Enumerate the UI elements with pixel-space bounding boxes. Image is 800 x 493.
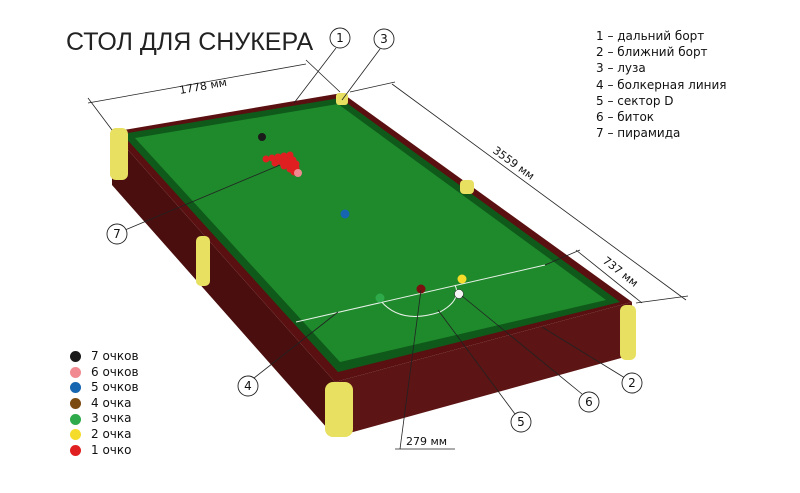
cue-ball <box>454 289 464 299</box>
legend-item: 7 – пирамида <box>596 126 681 141</box>
legend-item: 3 – луза <box>596 61 646 76</box>
marker-7: 7 <box>113 227 121 241</box>
pockets <box>110 93 636 437</box>
points-label: 5 очков <box>91 380 139 395</box>
dimension-lines <box>87 47 689 450</box>
ball-green <box>375 293 385 303</box>
points-label: 3 очка <box>91 411 132 426</box>
ball-brown <box>416 284 426 294</box>
points-legend-item: 1 очко <box>70 443 139 459</box>
dim-width: 1778 мм <box>178 76 228 97</box>
points-legend-item: 4 очка <box>70 396 139 412</box>
markers <box>106 27 643 433</box>
pyramid-reds <box>262 151 300 176</box>
points-legend-item: 3 очка <box>70 411 139 427</box>
legend-item: 5 – сектор D <box>596 93 674 108</box>
ball-color-icon <box>70 366 81 378</box>
ball-color-icon <box>70 413 81 425</box>
ball-color-icon <box>70 444 81 456</box>
points-label: 1 очко <box>91 442 132 457</box>
pocket-far-left <box>110 128 128 180</box>
legend-item: 1 – дальний борт <box>596 29 705 43</box>
ball-color-icon <box>70 382 81 394</box>
points-legend-item: 7 очков <box>70 349 139 365</box>
left-side-wood <box>112 132 335 437</box>
ball-black <box>258 133 266 141</box>
felt <box>135 104 606 362</box>
dim-d-radius: 279 мм <box>406 435 447 448</box>
page-title: СТОЛ ДЛЯ СНУКЕРА <box>66 28 314 56</box>
points-legend-item: 5 очков <box>70 380 139 396</box>
pocket-near-left <box>325 382 353 437</box>
legend-item: 2 – ближний борт <box>596 45 708 60</box>
legend-item: 6 – биток <box>596 110 655 125</box>
near-side-wood <box>335 302 632 437</box>
marker-5: 5 <box>517 415 525 429</box>
points-label: 7 очков <box>91 349 139 363</box>
marker-2: 2 <box>628 376 636 390</box>
ball-color-icon <box>70 429 81 441</box>
ball-blue <box>340 209 350 219</box>
points-label: 4 очка <box>91 395 132 410</box>
points-label: 2 очка <box>91 426 132 441</box>
pocket-middle-right <box>460 180 474 194</box>
ball-color-icon <box>70 398 81 410</box>
pocket-near-right <box>620 305 636 360</box>
legend-item: 4 – болкерная линия <box>596 77 727 92</box>
pocket-middle-left <box>196 236 210 286</box>
points-legend-item: 6 очков <box>70 365 139 381</box>
legend: 1 – дальний борт 2 – ближний борт 3 – лу… <box>596 28 727 141</box>
ball-pink <box>294 169 302 177</box>
marker-6: 6 <box>585 395 593 409</box>
marker-1: 1 <box>336 31 344 45</box>
marker-4: 4 <box>244 379 252 393</box>
ball-color-icon <box>70 351 81 363</box>
points-label: 6 очков <box>91 364 139 379</box>
marker-3: 3 <box>380 32 388 46</box>
dim-length: 3559 мм <box>490 144 537 183</box>
ball-yellow <box>457 274 467 284</box>
points-legend-item: 2 очка <box>70 427 139 443</box>
